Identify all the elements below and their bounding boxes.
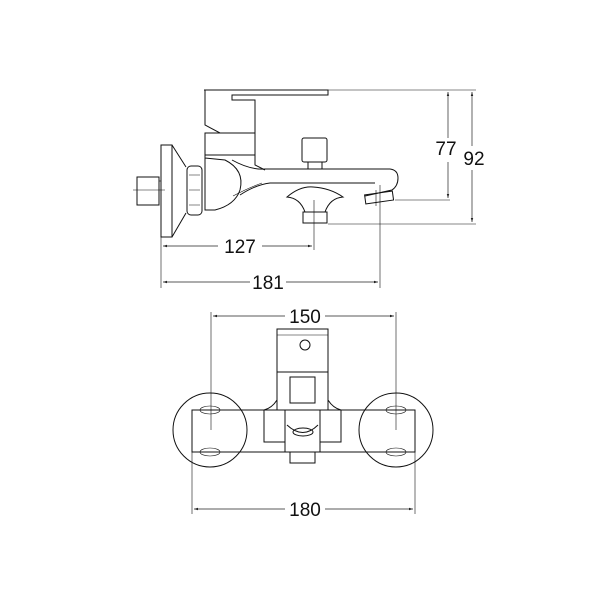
wall-flange: [160, 144, 187, 238]
dimension-180: 180: [289, 500, 321, 521]
dimension-127: 127: [224, 237, 256, 258]
center-cartridge: [263, 371, 342, 464]
side-view: 127 181 77 92: [133, 89, 485, 294]
bath-outlet: [285, 186, 345, 224]
front-view: 150 180: [172, 304, 434, 521]
diverter-knob: [301, 137, 328, 170]
dimension-150: 150: [289, 307, 321, 328]
lever-top: [276, 328, 329, 373]
hex-nut: [186, 165, 203, 216]
dimension-lines-side: [160, 89, 476, 288]
dimension-lines-front: [191, 312, 416, 514]
spout: [231, 159, 399, 206]
inlet-pipe: [133, 176, 165, 206]
left-rosette: [172, 392, 248, 468]
dimension-92: 92: [463, 149, 484, 170]
body-bar: [191, 409, 416, 453]
mixer-body: [204, 89, 329, 211]
dimension-77: 77: [435, 139, 456, 160]
dimension-181: 181: [252, 273, 284, 294]
